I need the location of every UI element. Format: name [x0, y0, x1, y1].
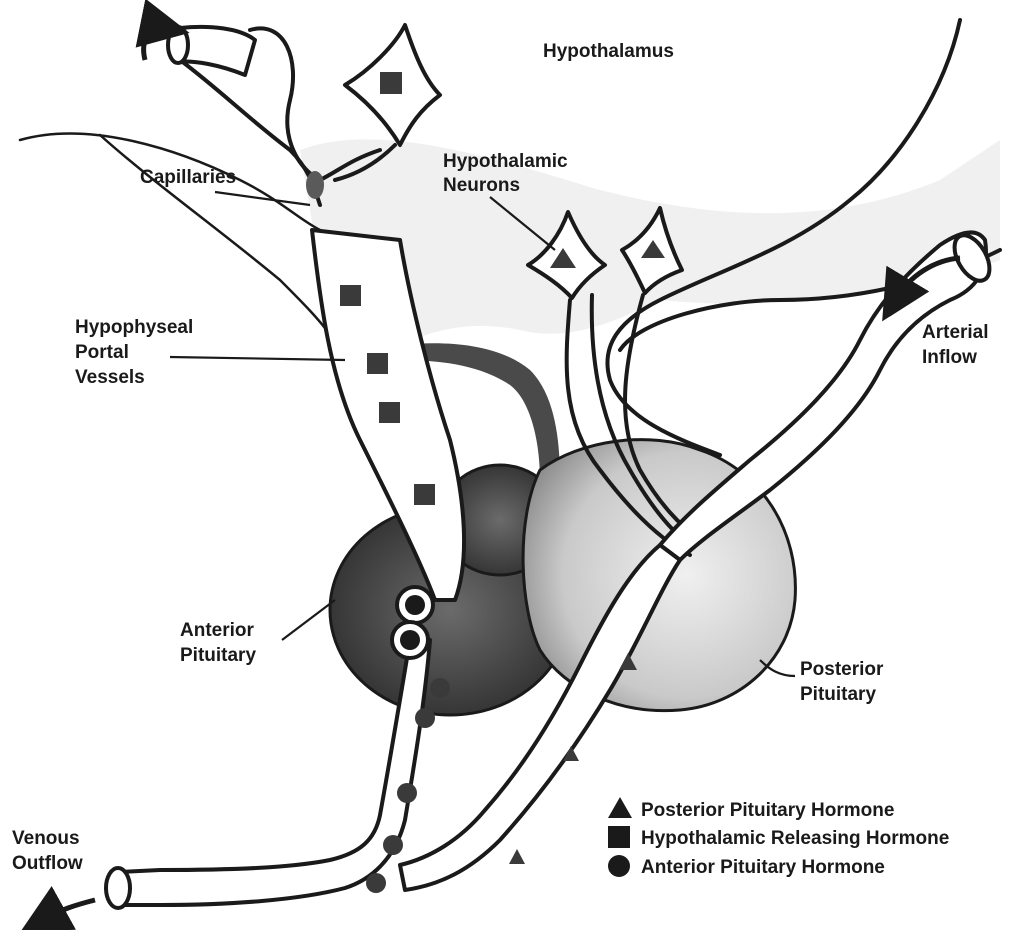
top-vein-arrow-icon — [144, 28, 165, 60]
anterior-pituitary-leader — [282, 600, 335, 640]
label-neurons-line1: Hypothalamic — [443, 151, 568, 172]
legend-circle-icon — [608, 855, 630, 877]
label-venous-line2: Outflow — [12, 853, 83, 874]
capillary-branch-left-2 — [100, 135, 330, 335]
anterior-hormone-circle — [383, 835, 403, 855]
secretory-cell-nucleus — [400, 630, 420, 650]
capillary-node — [306, 171, 324, 199]
anterior-hormone-circle — [397, 783, 417, 803]
anterior-hormone-circle — [366, 873, 386, 893]
label-posterior-line1: Posterior — [800, 659, 884, 680]
top-vein-opening — [168, 27, 188, 63]
releasing-hormone-square — [340, 285, 361, 306]
legend-item-triangle: Posterior Pituitary Hormone — [608, 797, 894, 821]
label-portal-line2: Portal — [75, 342, 129, 363]
label-venous-line1: Venous — [12, 828, 80, 849]
label-neurons-line2: Neurons — [443, 175, 520, 196]
anterior-hormone-circle — [415, 708, 435, 728]
legend-triangle-icon — [608, 797, 632, 818]
legend-item-circle: Anterior Pituitary Hormone — [608, 855, 885, 878]
posterior-hormone-triangle — [509, 849, 525, 864]
legend-item-square: Hypothalamic Releasing Hormone — [608, 826, 949, 849]
label-capillaries: Capillaries — [140, 167, 236, 188]
portal-vessels-leader — [170, 357, 345, 360]
venous-opening — [106, 868, 130, 908]
neuron-square-marker — [380, 72, 402, 94]
anterior-hormone-circle — [430, 678, 450, 698]
legend: Posterior Pituitary Hormone Hypothalamic… — [608, 797, 949, 878]
label-portal-line3: Vessels — [75, 367, 145, 388]
legend-text: Hypothalamic Releasing Hormone — [641, 828, 949, 849]
label-arterial-line1: Arterial — [922, 322, 989, 343]
secretory-cell-nucleus — [405, 595, 425, 615]
label-portal-line1: Hypophyseal — [75, 317, 193, 338]
label-hypothalamus: Hypothalamus — [543, 41, 674, 62]
legend-square-icon — [608, 826, 630, 848]
legend-text: Posterior Pituitary Hormone — [641, 800, 894, 821]
label-arterial-line2: Inflow — [922, 347, 977, 368]
legend-text: Anterior Pituitary Hormone — [641, 857, 885, 878]
releasing-hormone-square — [367, 353, 388, 374]
label-anterior-line2: Pituitary — [180, 645, 256, 666]
releasing-hormone-square — [379, 402, 400, 423]
label-anterior-line1: Anterior — [180, 620, 255, 641]
releasing-hormone-square — [414, 484, 435, 505]
venous-outflow-arrow-icon — [42, 900, 95, 920]
label-posterior-line2: Pituitary — [800, 684, 876, 705]
